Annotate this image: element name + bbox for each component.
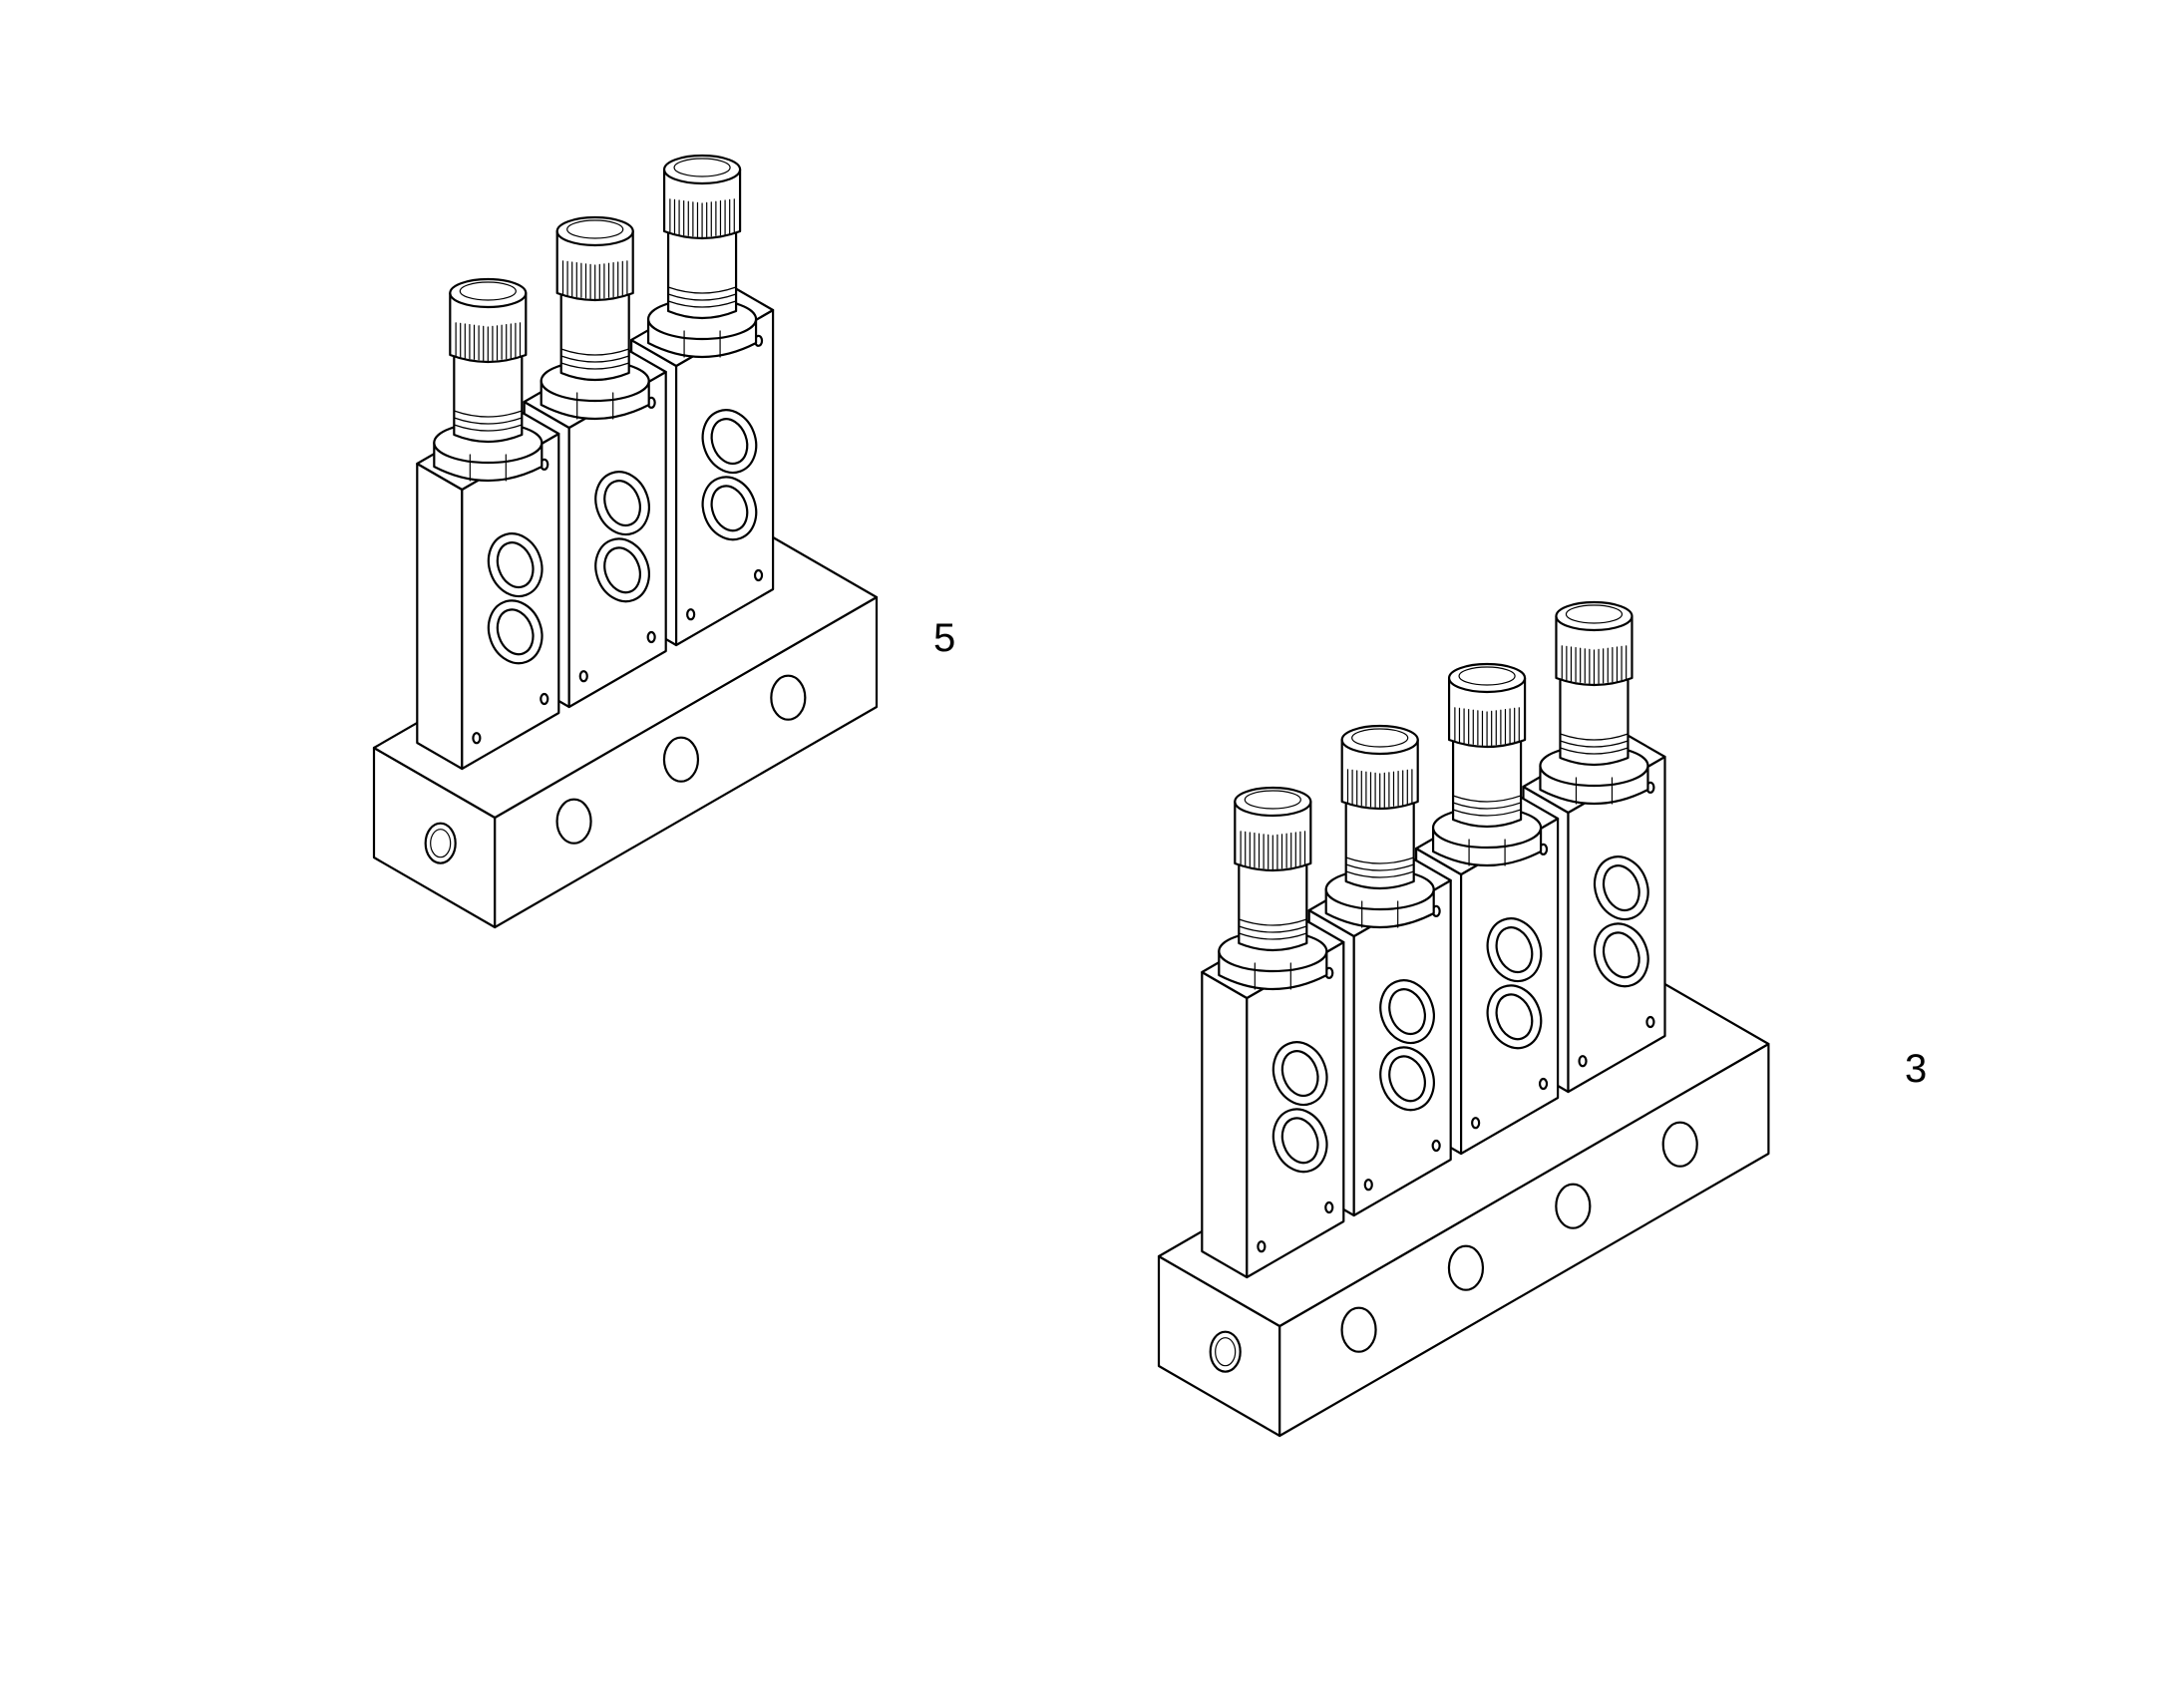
sleeve-ring bbox=[1452, 802, 1522, 810]
block-side-face bbox=[416, 462, 464, 771]
base-port bbox=[770, 674, 807, 721]
sleeve-ring bbox=[1559, 747, 1630, 755]
sleeve-ring bbox=[453, 424, 523, 432]
sleeve-ring bbox=[1345, 870, 1415, 878]
screw-hole bbox=[540, 692, 549, 706]
base-port bbox=[555, 798, 592, 845]
sleeve-ring bbox=[1238, 918, 1307, 926]
cap-top bbox=[1340, 724, 1419, 756]
sleeve-ring bbox=[1559, 733, 1630, 741]
screw-hole bbox=[686, 608, 696, 621]
cap-top-inner bbox=[1351, 728, 1409, 748]
sleeve-ring bbox=[667, 286, 737, 294]
divider-block-assembly-5 bbox=[372, 154, 879, 929]
sleeve-ring bbox=[1345, 863, 1415, 871]
cap-top-inner bbox=[1565, 604, 1624, 624]
callout-label-5: 5 bbox=[933, 616, 956, 660]
cap-top bbox=[1234, 786, 1312, 818]
screw-hole bbox=[1257, 1240, 1267, 1253]
block-side-face bbox=[1201, 970, 1249, 1279]
screw-hole bbox=[578, 670, 588, 683]
screw-hole bbox=[1471, 1117, 1481, 1130]
base-port bbox=[1661, 1121, 1698, 1168]
inlet-port-inner bbox=[1215, 1337, 1237, 1367]
sleeve-ring bbox=[1238, 932, 1307, 940]
outlet-port-inner bbox=[1495, 993, 1534, 1041]
outlet-port-inner bbox=[1280, 1050, 1319, 1098]
sleeve-ring bbox=[560, 348, 630, 356]
cap-top bbox=[662, 154, 742, 185]
outlet-port-inner bbox=[496, 608, 535, 656]
sleeve-ring bbox=[1452, 795, 1522, 803]
outlet-port-inner bbox=[710, 485, 749, 532]
outlet-port-inner bbox=[603, 480, 641, 527]
outlet-port-inner bbox=[1388, 1055, 1426, 1103]
inlet-port-inner bbox=[430, 829, 452, 858]
screw-hole bbox=[472, 732, 482, 745]
cap-top bbox=[555, 215, 634, 247]
outlet-port-inner bbox=[1602, 931, 1640, 979]
sleeve-ring bbox=[453, 410, 523, 418]
callout-label-3: 3 bbox=[1905, 1047, 1928, 1091]
cap-top bbox=[1447, 662, 1527, 694]
sleeve-ring bbox=[1452, 809, 1522, 817]
screw-hole bbox=[1324, 1200, 1334, 1214]
sleeve-ring bbox=[667, 293, 737, 301]
cap-top-inner bbox=[1244, 790, 1301, 810]
cap-top-inner bbox=[1458, 666, 1516, 686]
divider-block-assembly-3 bbox=[1157, 600, 1770, 1438]
sleeve-ring bbox=[560, 355, 630, 363]
sleeve-ring bbox=[1559, 740, 1630, 748]
screw-hole bbox=[1538, 1077, 1549, 1091]
sleeve-ring bbox=[1345, 856, 1415, 864]
screw-hole bbox=[753, 568, 764, 582]
cap-top bbox=[1555, 600, 1634, 632]
sleeve-ring bbox=[1238, 925, 1307, 933]
outlet-port-inner bbox=[710, 418, 749, 466]
sleeve-ring bbox=[667, 300, 737, 308]
base-port bbox=[1447, 1244, 1485, 1291]
outlet-port-inner bbox=[1388, 988, 1426, 1036]
outlet-port-inner bbox=[1495, 926, 1534, 974]
base-port bbox=[1340, 1306, 1377, 1353]
base-port bbox=[662, 736, 700, 783]
cap-top-inner bbox=[673, 158, 731, 177]
screw-hole bbox=[646, 630, 656, 644]
outlet-port-inner bbox=[1280, 1117, 1319, 1165]
screw-hole bbox=[1578, 1055, 1588, 1068]
screw-hole bbox=[1363, 1179, 1373, 1192]
outlet-port-inner bbox=[1602, 864, 1640, 912]
cap-top bbox=[449, 277, 528, 309]
cap-top-inner bbox=[459, 281, 517, 301]
outlet-port-inner bbox=[496, 541, 535, 589]
screw-hole bbox=[1431, 1139, 1441, 1153]
outlet-port-inner bbox=[603, 546, 641, 594]
screw-hole bbox=[1645, 1015, 1655, 1029]
sleeve-ring bbox=[560, 362, 630, 370]
cap-top-inner bbox=[566, 219, 624, 239]
base-port bbox=[1555, 1183, 1592, 1229]
sleeve-ring bbox=[453, 417, 523, 425]
